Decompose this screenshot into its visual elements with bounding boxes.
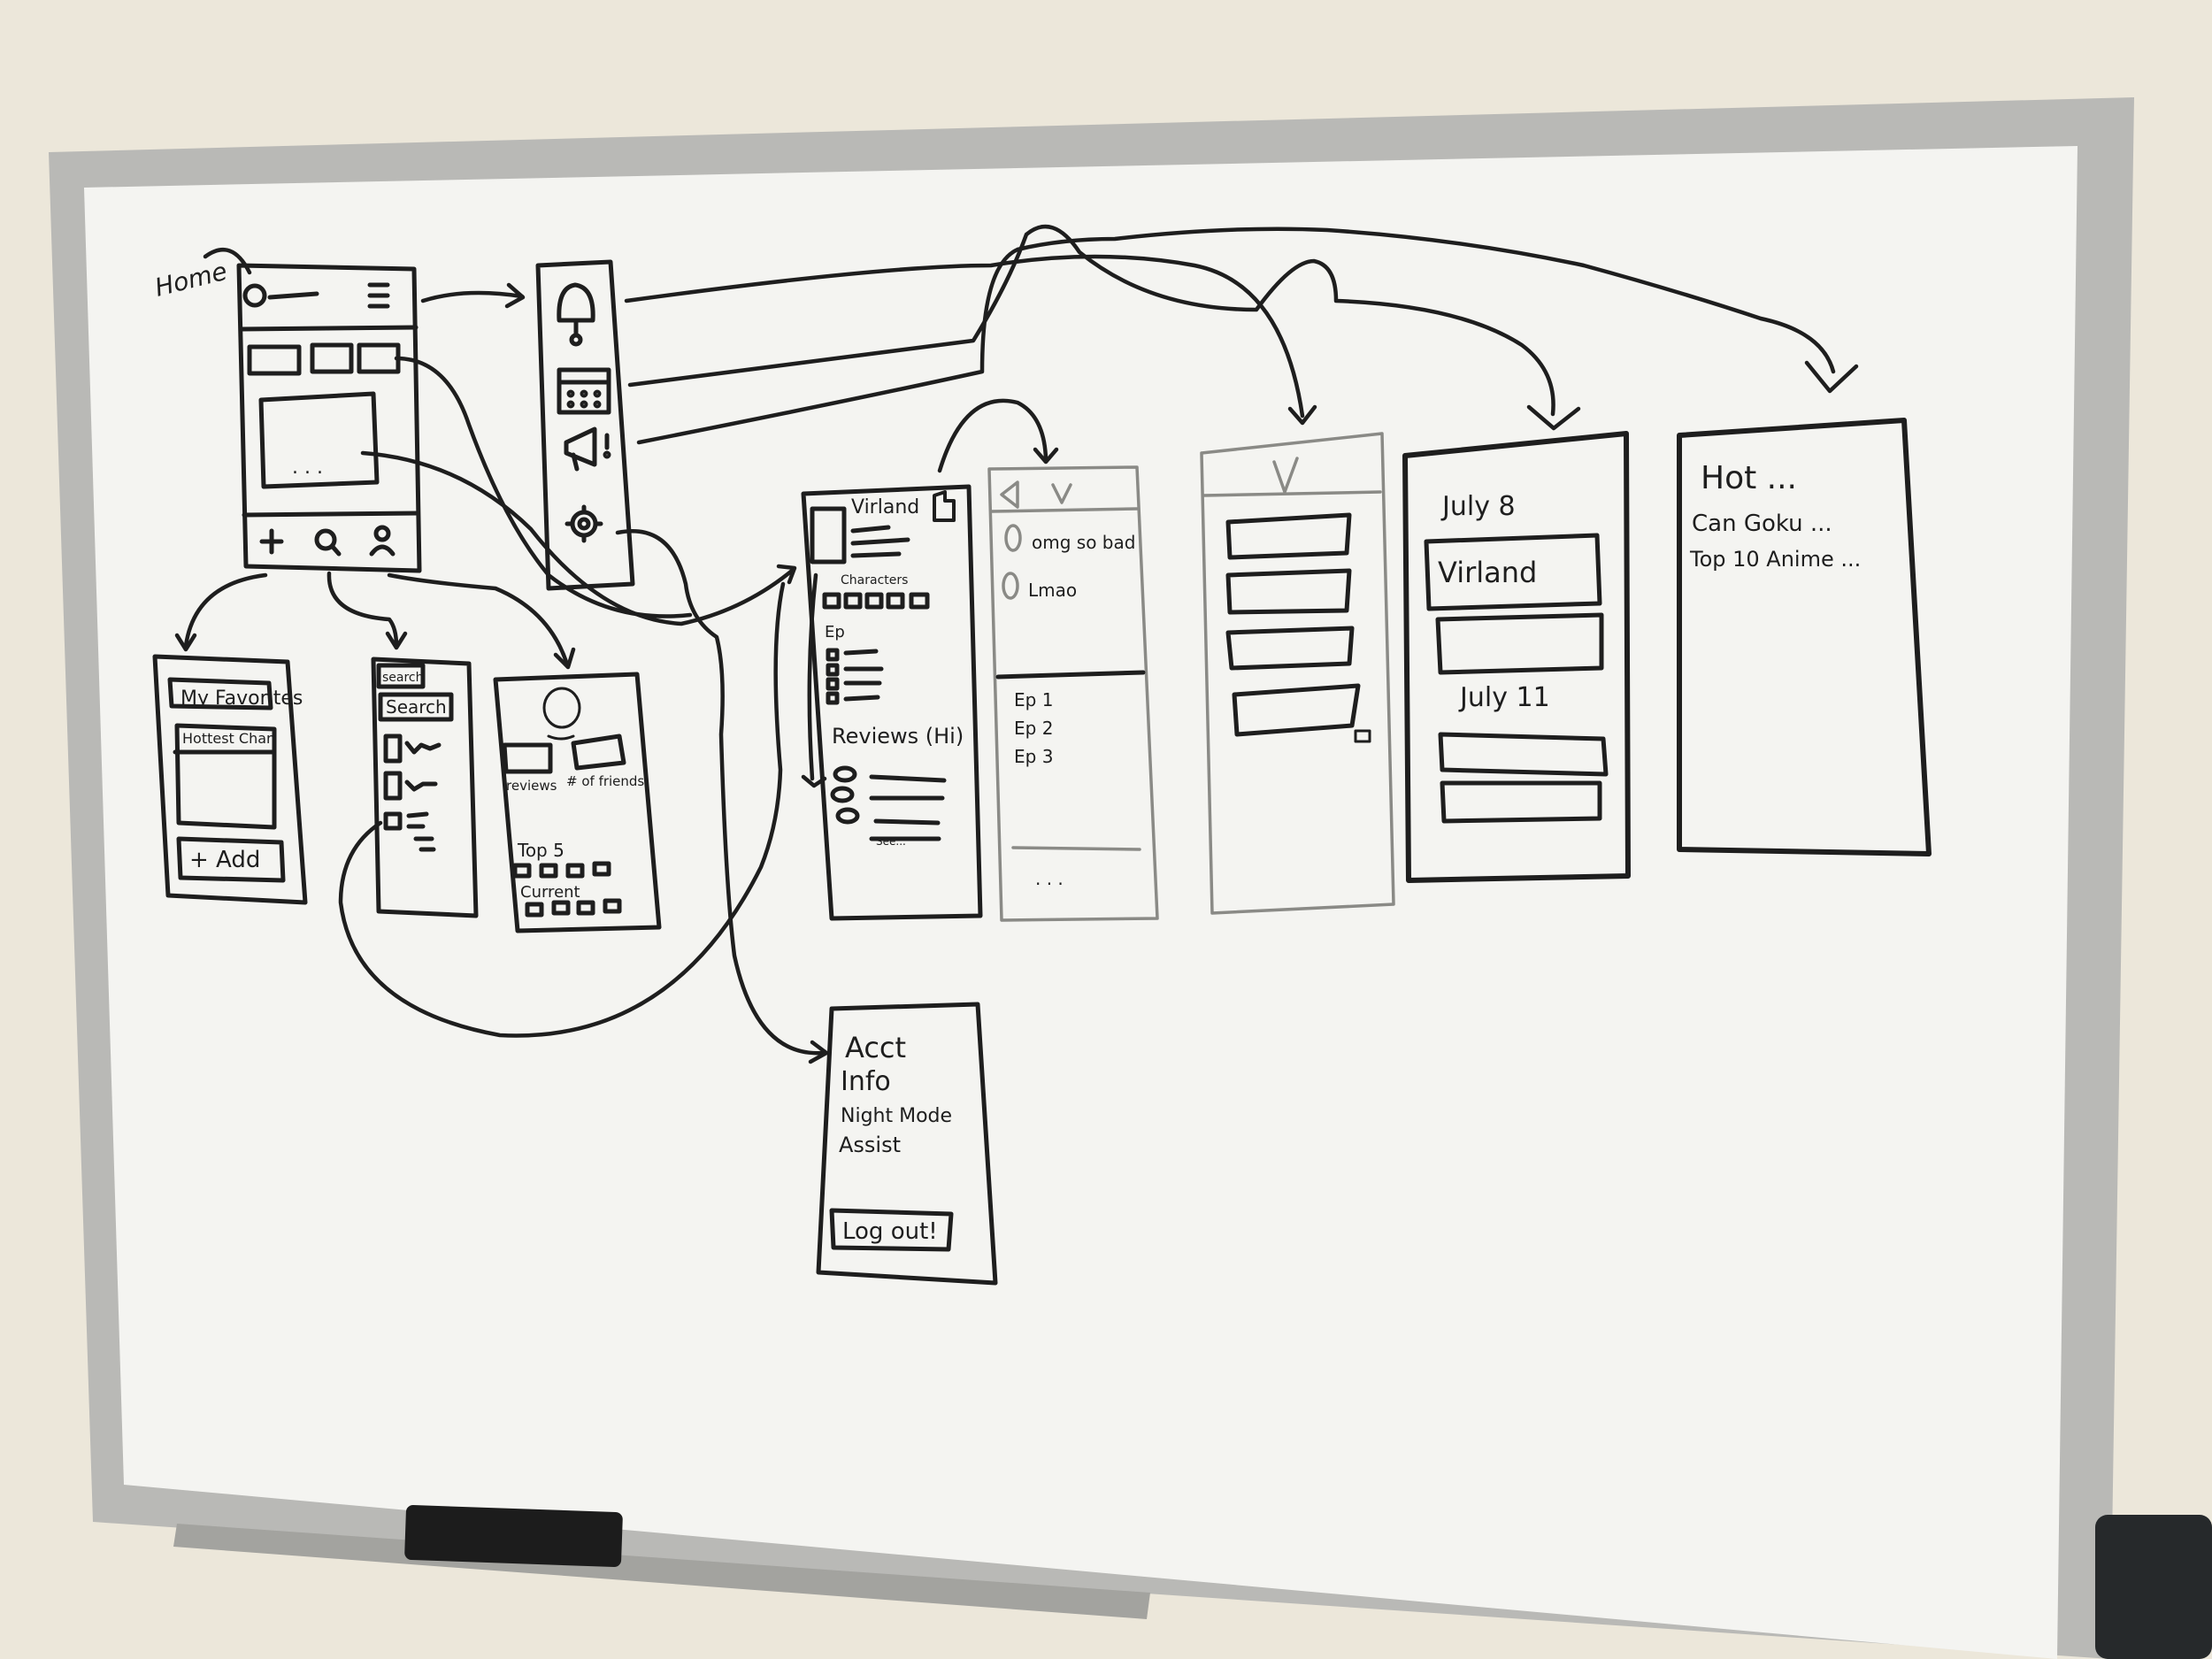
board-surface: [84, 146, 2078, 1659]
arrow-home-to-anime: [360, 450, 795, 626]
arrow-calendar-to-schedule: [627, 224, 1555, 417]
search-tab: search: [382, 671, 424, 685]
flow-arrows: [174, 224, 1859, 1064]
home-more-dots: . . .: [292, 457, 323, 479]
side-menu-screen: [535, 259, 635, 591]
arrow-home-label: [203, 247, 252, 275]
arrow-gear-to-settings: [615, 529, 826, 1056]
profile-top5: Top 5: [517, 840, 565, 861]
news-frame: [1677, 418, 1932, 856]
calendar-screen: [1402, 431, 1631, 883]
arrow-home-to-profile: [387, 572, 569, 664]
anime-detail-screen: [801, 484, 983, 921]
search-icon: [314, 528, 342, 557]
home-screen: [236, 263, 422, 573]
settings-assist: Assist: [839, 1133, 901, 1157]
calendar-date-1: July 8: [1440, 491, 1516, 522]
arrow-search-to-anime: [338, 581, 786, 1038]
arrow-anime-to-review: [937, 398, 1048, 473]
arrow-home-to-side-menu: [420, 290, 525, 303]
logout-button: [829, 1208, 954, 1252]
home-feature-card: [258, 391, 380, 489]
arrow-home-to-search: [326, 571, 399, 649]
profile-avatar: [542, 687, 581, 729]
profile-current: Current: [520, 883, 580, 902]
news-item-2: Top 10 Anime ...: [1689, 547, 1861, 572]
settings-logout-label: Log out!: [842, 1218, 938, 1245]
review-comment-2: Lmao: [1028, 580, 1077, 601]
calendar-show-1: [1424, 533, 1602, 611]
profile-reviews-stat: reviews: [506, 778, 557, 794]
review-more: . . .: [1035, 868, 1064, 889]
profile-icon: [242, 283, 267, 308]
bell-icon: [557, 282, 595, 347]
chevron-down-icon: [1051, 483, 1072, 504]
plus-icon: [259, 528, 284, 555]
settings-night-mode: Night Mode: [841, 1105, 952, 1127]
gear-icon: [565, 504, 603, 543]
arrow-tab-to-anime: [394, 356, 693, 618]
side-menu-frame: [535, 259, 635, 591]
review-frame: [987, 465, 1159, 922]
review-ep3: Ep 3: [1014, 746, 1053, 767]
menu-icon: [367, 282, 390, 309]
calendar-show-1-label: Virland: [1438, 556, 1537, 589]
thumbs-up-icon: [933, 490, 956, 522]
profile-screen: [493, 672, 662, 933]
favorites-frame: [152, 654, 308, 905]
eraser: [404, 1505, 623, 1567]
news-title: Hot ...: [1701, 460, 1797, 496]
anime-detail-frame: [801, 484, 983, 921]
back-icon: [1000, 480, 1019, 509]
calendar-icon: [557, 367, 611, 415]
favorites-item: Hottest Char: [182, 730, 273, 747]
settings-acct: Acct: [845, 1031, 906, 1064]
megaphone-icon: [564, 426, 611, 472]
anime-title: Virland: [851, 496, 919, 518]
anime-reviews-more: See...: [876, 835, 906, 848]
favorites-screen: [152, 654, 308, 905]
profile-friends-stat: # of friends: [566, 773, 644, 789]
settings-screen: [816, 1002, 998, 1286]
review-ep2: Ep 2: [1014, 718, 1053, 739]
notifications-screen: [1200, 432, 1395, 915]
search-field: Search: [386, 696, 447, 718]
review-comment-1: omg so bad: [1032, 532, 1135, 553]
profile-nav-icon: [369, 525, 396, 557]
profile-frame: [493, 672, 662, 933]
arrow-home-to-favorites: [183, 572, 268, 649]
anime-reviews-label: Reviews (Hi): [832, 724, 964, 749]
review-ep1: Ep 1: [1014, 689, 1053, 710]
anime-episodes-label: Ep: [825, 623, 845, 641]
arrow-megaphone-to-news: [636, 227, 1836, 445]
settings-frame: [816, 1002, 998, 1286]
anime-characters-label: Characters: [841, 573, 908, 588]
review-screen: [987, 465, 1159, 922]
news-item-1: Can Goku ...: [1692, 511, 1832, 537]
favorites-title: My Favorites: [180, 687, 303, 710]
home-frame: [236, 263, 422, 573]
arrow-anime-bottom: [807, 572, 818, 781]
calendar-date-2: July 11: [1458, 682, 1550, 713]
favorites-add-label: + Add: [189, 847, 260, 873]
settings-info: Info: [841, 1066, 891, 1097]
calendar-frame: [1402, 431, 1631, 883]
favorites-add-button: [176, 836, 286, 883]
corner-object: [2095, 1515, 2212, 1659]
notifications-frame: [1200, 432, 1395, 915]
news-screen: [1677, 418, 1932, 856]
